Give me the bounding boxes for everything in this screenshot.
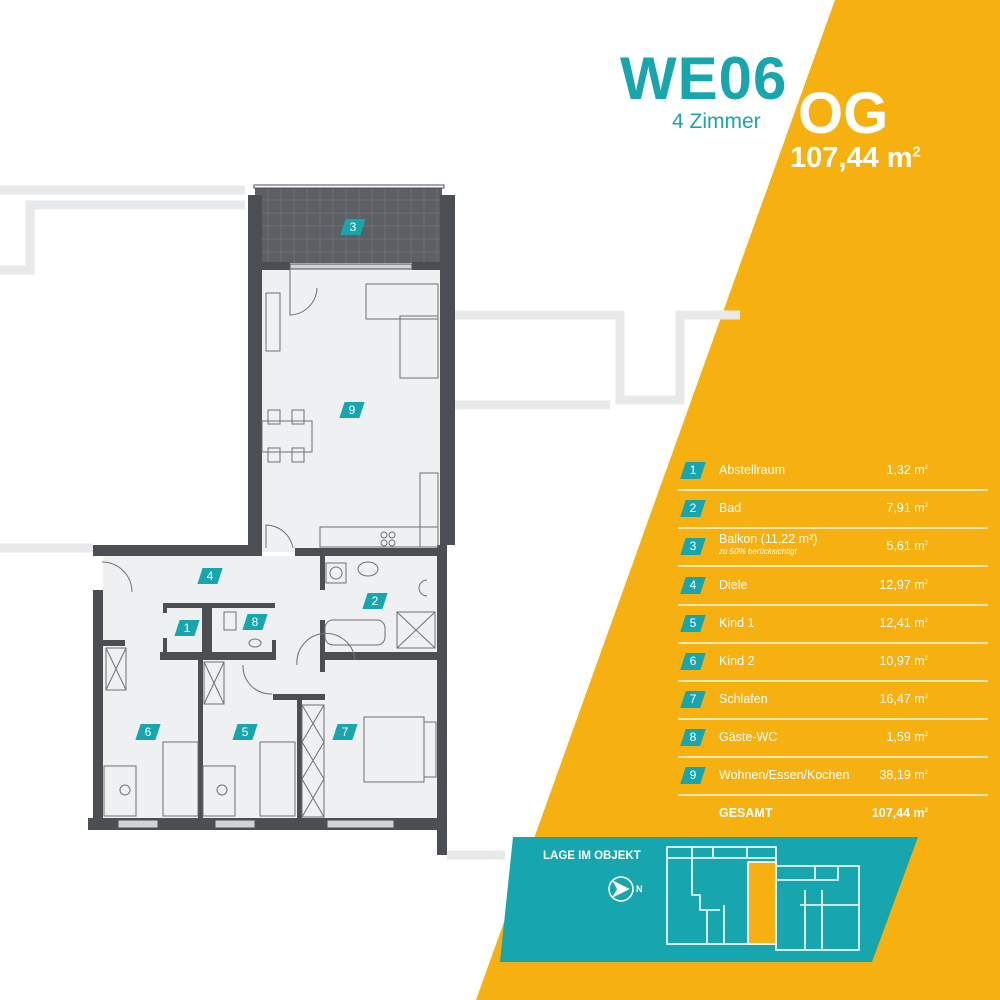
room-label-6: 6 <box>135 724 161 740</box>
yellow-panel <box>476 0 1000 1000</box>
room-number-badge: 7 <box>680 691 706 708</box>
room-area: 10,97 m2 <box>879 654 928 668</box>
room-name: Balkon (11,22 m²) <box>719 532 818 546</box>
room-number-badge: 4 <box>680 577 706 594</box>
room-name: Kind 2 <box>719 654 755 668</box>
room-number-badge: 6 <box>680 653 706 670</box>
room-label-9: 9 <box>339 402 365 418</box>
room-area: 1,59 m2 <box>886 730 928 744</box>
row-divider <box>678 527 988 529</box>
floor-label: OG <box>798 81 889 146</box>
room-area: 12,41 m2 <box>879 616 928 630</box>
table-row: 9 Wohnen/Essen/Kochen 38,19 m2 <box>680 757 928 795</box>
room-label-1: 1 <box>174 620 200 636</box>
total-row: GESAMT 107,44 m2 <box>683 795 928 833</box>
room-name: Kind 1 <box>719 616 755 630</box>
room-name: Gäste-WC <box>719 730 778 744</box>
room-number-badge: 3 <box>680 538 706 555</box>
compass-north-icon <box>608 876 634 902</box>
room-number-badge: 1 <box>680 462 706 479</box>
location-band <box>500 837 918 962</box>
location-title: LAGE IM OBJEKT <box>543 850 641 862</box>
row-divider <box>678 680 988 682</box>
table-row: 2 Bad 7,91 m2 <box>680 490 928 528</box>
room-area: 12,97 m2 <box>879 578 928 592</box>
room-area: 38,19 m2 <box>879 768 928 782</box>
row-divider <box>678 565 988 567</box>
table-row: 8 Gäste-WC 1,59 m2 <box>680 719 928 757</box>
table-row: 1 Abstellraum 1,32 m2 <box>680 452 928 490</box>
row-divider <box>678 642 988 644</box>
unit-title: WE06 <box>620 45 788 112</box>
row-divider <box>678 794 988 796</box>
room-label-8: 8 <box>242 614 268 630</box>
row-divider <box>678 604 988 606</box>
room-name: Schlafen <box>719 692 768 706</box>
room-name: Diele <box>719 578 748 592</box>
total-value: 107,44 m2 <box>871 806 928 820</box>
room-number-badge: 9 <box>680 767 706 784</box>
table-row: 4 Diele 12,97 m2 <box>680 567 928 605</box>
room-number-badge: 5 <box>680 615 706 632</box>
table-row: 7 Schlafen 16,47 m2 <box>680 681 928 719</box>
row-divider <box>678 756 988 758</box>
room-area: 1,32 m2 <box>886 463 928 477</box>
table-row: 6 Kind 2 10,97 m2 <box>680 643 928 681</box>
row-divider <box>678 489 988 491</box>
room-label-4: 4 <box>197 568 223 584</box>
room-number-badge: 8 <box>680 729 706 746</box>
room-area: 5,61 m2 <box>886 539 928 553</box>
total-area: 107,44 m2 <box>790 142 921 174</box>
room-number-badge: 2 <box>680 500 706 517</box>
room-name: Bad <box>719 501 742 515</box>
room-count: 4 Zimmer <box>672 110 761 133</box>
table-row: 3 Balkon (11,22 m²)zu 50% berücksichtigt 5… <box>680 528 928 566</box>
room-label-5: 5 <box>232 724 258 740</box>
room-name: Abstellraum <box>719 463 785 477</box>
row-divider <box>678 718 988 720</box>
room-label-2: 2 <box>362 593 388 609</box>
compass-label: N <box>636 884 643 894</box>
room-label-7: 7 <box>332 724 358 740</box>
room-area: 7,91 m2 <box>886 501 928 515</box>
total-label: GESAMT <box>719 806 773 820</box>
room-area: 16,47 m2 <box>879 692 928 706</box>
floor-plan <box>88 184 455 855</box>
building-minimap <box>666 846 860 951</box>
neighbor-walls <box>0 185 740 860</box>
table-row: 5 Kind 1 12,41 m2 <box>680 605 928 643</box>
room-name: Wohnen/Essen/Kochen <box>719 768 850 782</box>
room-label-3: 3 <box>340 219 366 235</box>
room-note: zu 50% berücksichtigt <box>719 547 797 556</box>
